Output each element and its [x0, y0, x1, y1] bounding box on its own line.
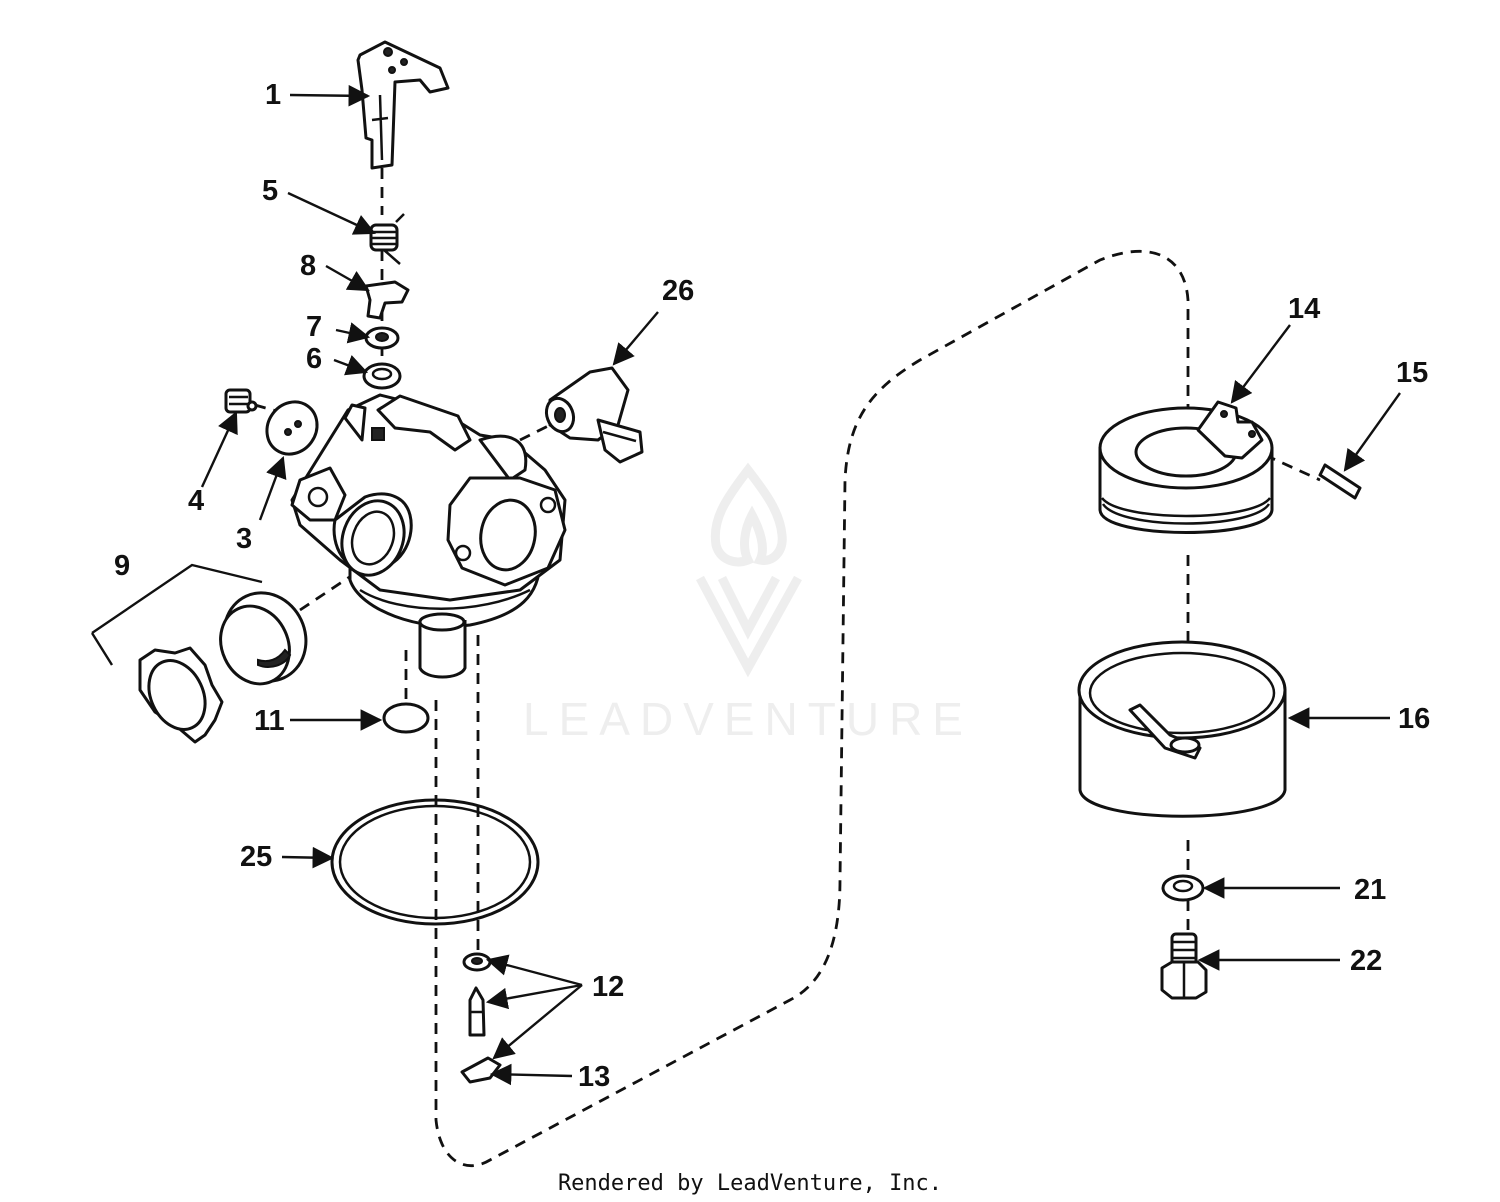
assembly-line-pin [1264, 453, 1321, 482]
callout-13: 13 [578, 1061, 610, 1093]
part-clip [460, 1056, 502, 1084]
callout-4: 4 [188, 485, 204, 517]
callout-9: 9 [114, 550, 130, 582]
part-pin [1318, 463, 1362, 500]
callout-22: 22 [1350, 945, 1382, 977]
callout-11: 11 [254, 705, 285, 737]
callout-14: 14 [1288, 293, 1320, 325]
part-throttle-shaft [356, 40, 450, 170]
callout-labels: 1 5 8 7 6 26 4 3 9 11 25 12 13 14 15 16 … [114, 79, 1430, 1093]
part-bowl-nut [1160, 932, 1208, 1000]
part-fuel-fitting [544, 366, 644, 464]
part-lever [364, 280, 410, 320]
part-carburetor-body [290, 393, 567, 679]
watermark: LEADVENTURE [523, 462, 973, 745]
part-disc [265, 400, 319, 456]
part-washer [1161, 874, 1205, 902]
part-needle-seat [462, 952, 492, 1037]
callout-21: 21 [1354, 874, 1386, 906]
part-plug [382, 702, 430, 734]
part-throttle-spring [369, 213, 405, 265]
part-float-bowl [1077, 640, 1287, 818]
callout-6: 6 [306, 343, 322, 375]
callout-26: 26 [662, 275, 694, 307]
part-primer-assembly [90, 563, 308, 744]
part-float [1098, 400, 1274, 534]
part-seal-6 [362, 362, 402, 390]
part-seal-7 [364, 326, 400, 350]
callout-12: 12 [592, 971, 624, 1003]
leader-lines [200, 84, 1401, 1086]
callout-1: 1 [265, 79, 281, 111]
rendered-by-credit: Rendered by LeadVenture, Inc. [558, 1171, 942, 1196]
watermark-v-icon [696, 575, 802, 678]
watermark-text: LEADVENTURE [523, 693, 973, 745]
callout-3: 3 [236, 523, 252, 555]
callout-15: 15 [1396, 357, 1428, 389]
watermark-flame-icon [710, 462, 787, 567]
callout-8: 8 [300, 250, 316, 282]
callout-25: 25 [240, 841, 272, 873]
assembly-line-fitting [519, 418, 561, 442]
part-screw [224, 388, 258, 414]
callout-7: 7 [306, 311, 322, 343]
callout-16: 16 [1398, 703, 1430, 735]
callout-5: 5 [262, 175, 278, 207]
